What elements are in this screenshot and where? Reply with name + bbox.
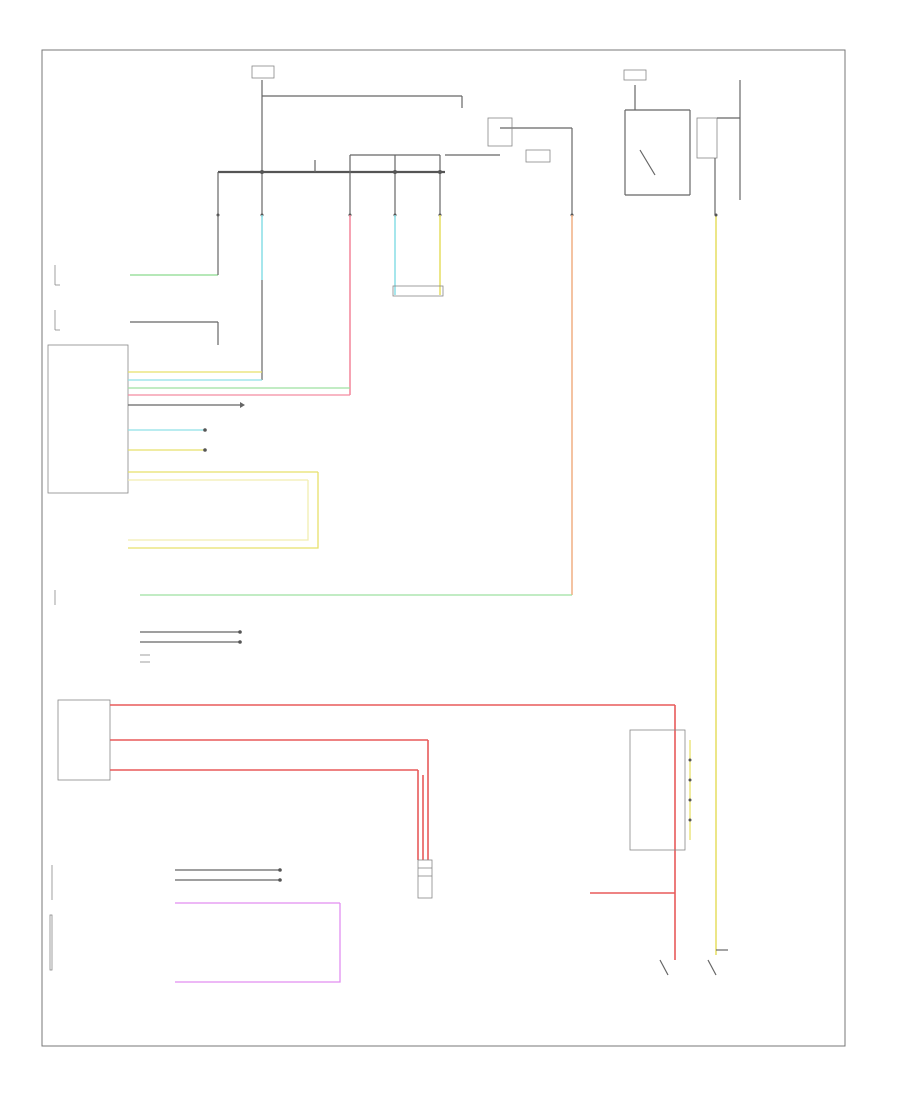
connector-row-top [216, 213, 718, 217]
power-distribution-section [217, 65, 573, 215]
middle-left-module [54, 590, 572, 663]
splice-connector [392, 285, 444, 297]
left-upper-module [54, 215, 219, 345]
diagram-border [41, 49, 846, 1047]
fuse-box-lower [57, 699, 675, 860]
left-main-module [47, 344, 350, 494]
right-lower-switch-stack [590, 705, 728, 976]
battery [417, 859, 433, 899]
top-right-module [623, 69, 741, 215]
lower-left-module [49, 865, 341, 983]
